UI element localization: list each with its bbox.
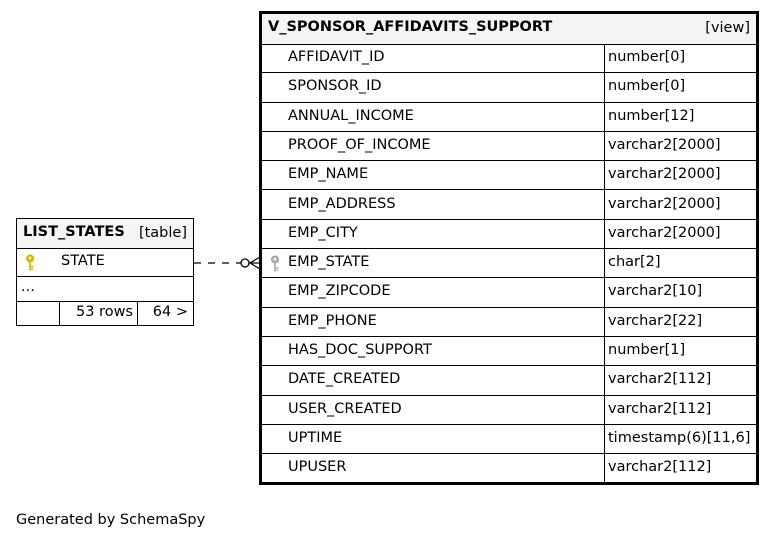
list-states-table[interactable]: LIST_STATES [table] STATE ... 53 rows 64…: [16, 218, 194, 326]
table-name[interactable]: LIST_STATES: [23, 224, 125, 240]
column-type: varchar2[2000]: [608, 166, 721, 183]
column-row[interactable]: EMP_CITY varchar2[2000]: [262, 220, 756, 250]
column-name: STATE: [61, 253, 105, 269]
column-type: number[0]: [608, 49, 686, 65]
column-name: EMP_NAME: [288, 166, 369, 183]
column-row[interactable]: EMP_ZIPCODE varchar2[10]: [262, 278, 756, 308]
stats-row: 53 rows 64 >: [17, 301, 193, 325]
column-type: timestamp(6)[11,6]: [608, 429, 751, 446]
column-row[interactable]: DATE_CREATED varchar2[112]: [262, 366, 756, 396]
row-count: 53 rows: [76, 304, 133, 320]
column-name: EMP_STATE: [288, 254, 370, 271]
column-type: varchar2[22]: [608, 312, 703, 329]
table-name[interactable]: V_SPONSOR_AFFIDAVITS_SUPPORT: [268, 19, 553, 35]
column-row[interactable]: SPONSOR_ID number[0]: [262, 73, 756, 103]
column-name: UPUSER: [288, 459, 347, 476]
ellipsis-row: ...: [17, 276, 193, 302]
column-type: varchar2[112]: [608, 371, 712, 388]
column-type: char[2]: [608, 254, 661, 271]
table-kind: [table]: [138, 225, 187, 241]
view-header[interactable]: V_SPONSOR_AFFIDAVITS_SUPPORT [view]: [262, 14, 756, 45]
column-name: AFFIDAVIT_ID: [288, 49, 385, 65]
footer-credit: Generated by SchemaSpy: [16, 512, 206, 528]
column-name: ANNUAL_INCOME: [288, 107, 414, 124]
column-row[interactable]: UPTIME timestamp(6)[11,6]: [262, 425, 756, 455]
column-name: UPTIME: [288, 429, 343, 446]
v-sponsor-affidavits-support-table[interactable]: V_SPONSOR_AFFIDAVITS_SUPPORT [view] AFFI…: [259, 11, 759, 485]
column-name: USER_CREATED: [288, 400, 402, 417]
column-name: PROOF_OF_INCOME: [288, 136, 431, 153]
column-row[interactable]: EMP_STATE char[2]: [262, 249, 756, 279]
column-row[interactable]: ANNUAL_INCOME number[12]: [262, 103, 756, 132]
column-type: varchar2[112]: [608, 400, 712, 417]
column-row[interactable]: PROOF_OF_INCOME varchar2[2000]: [262, 132, 756, 162]
ellipsis: ...: [21, 279, 35, 295]
column-row[interactable]: EMP_PHONE varchar2[22]: [262, 308, 756, 337]
column-name: DATE_CREATED: [288, 371, 401, 388]
column-name: SPONSOR_ID: [288, 78, 382, 95]
column-type: number[12]: [608, 107, 695, 124]
column-list: AFFIDAVIT_ID number[0] SPONSOR_ID number[0]…: [262, 44, 756, 482]
column-row[interactable]: HAS_DOC_SUPPORT number[1]: [262, 337, 756, 367]
crowfoot-marker: [249, 256, 261, 264]
column-type: varchar2[2000]: [608, 136, 721, 153]
column-name: EMP_ADDRESS: [288, 195, 396, 212]
column-type: number[0]: [608, 78, 686, 95]
column-row[interactable]: AFFIDAVIT_ID number[0]: [262, 44, 756, 74]
column-type: varchar2[2000]: [608, 195, 721, 212]
column-type: varchar2[2000]: [608, 224, 721, 241]
column-name: HAS_DOC_SUPPORT: [288, 342, 432, 358]
column-name: EMP_CITY: [288, 224, 358, 241]
list-states-header[interactable]: LIST_STATES [table]: [17, 219, 193, 249]
column-row[interactable]: EMP_ADDRESS varchar2[2000]: [262, 191, 756, 220]
key-icon: [270, 255, 280, 277]
zero-optional-marker: [240, 258, 250, 268]
column-row-state[interactable]: STATE: [17, 248, 193, 277]
column-row[interactable]: UPUSER varchar2[112]: [262, 454, 756, 483]
column-row[interactable]: EMP_NAME varchar2[2000]: [262, 161, 756, 191]
column-row[interactable]: USER_CREATED varchar2[112]: [262, 396, 756, 425]
column-type: number[1]: [608, 342, 686, 358]
column-type: varchar2[112]: [608, 459, 712, 476]
column-type: varchar2[10]: [608, 283, 703, 300]
table-kind: [view]: [705, 20, 750, 36]
children-count-link[interactable]: 64 >: [152, 304, 188, 320]
column-name: EMP_PHONE: [288, 312, 377, 329]
column-name: EMP_ZIPCODE: [288, 283, 391, 300]
key-icon: [25, 254, 35, 276]
